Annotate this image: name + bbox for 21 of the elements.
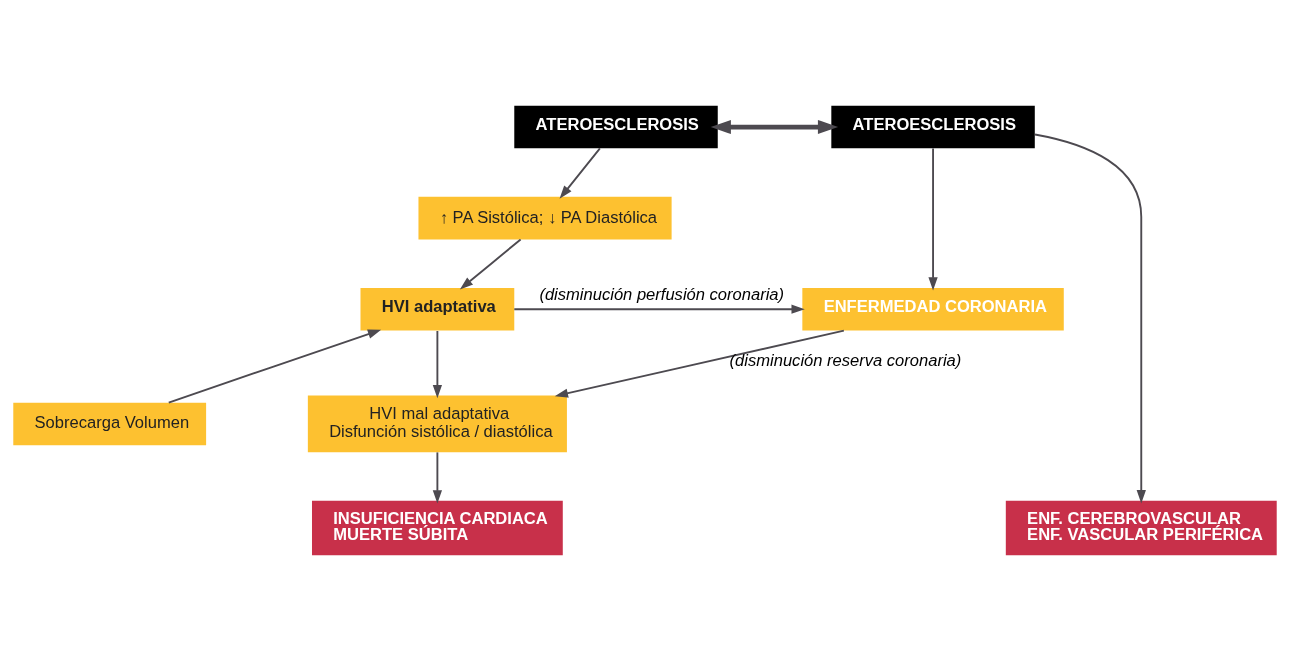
node-box: ATEROESCLEROSIS: [514, 105, 718, 148]
node-box: ↑ PA Sistólica; ↓ PA Diastólica: [418, 196, 672, 239]
node-box: Sobrecarga Volumen: [13, 402, 207, 445]
arrow: [559, 146, 601, 199]
arrow: [432, 450, 443, 503]
arrow: [554, 329, 845, 398]
arrow: [459, 238, 522, 289]
arrow: [928, 147, 938, 290]
edge-label: (disminución reserva coronaria): [729, 350, 962, 370]
arrow: [167, 329, 382, 403]
node-box: ATEROESCLEROSIS: [831, 105, 1035, 148]
arrow: [1034, 133, 1146, 503]
arrow: [513, 304, 805, 314]
arrow: [432, 329, 443, 398]
arrow: [710, 119, 839, 134]
node-box: HVI adaptativa: [360, 287, 515, 330]
node-box: INSUFICIENCIA CARDIACA MUERTE SÚBITA: [312, 500, 563, 555]
node-box: ENFERMEDAD CORONARIA: [802, 287, 1064, 330]
node-box: HVI mal adaptativa Disfunción sistólica / diastólica: [307, 395, 567, 452]
node-box: ENF. CEREBROVASCULAR ENF. VASCULAR PERIFÉRICA: [1005, 500, 1277, 555]
edge-label: (disminución perfusión coronaria): [539, 284, 785, 304]
